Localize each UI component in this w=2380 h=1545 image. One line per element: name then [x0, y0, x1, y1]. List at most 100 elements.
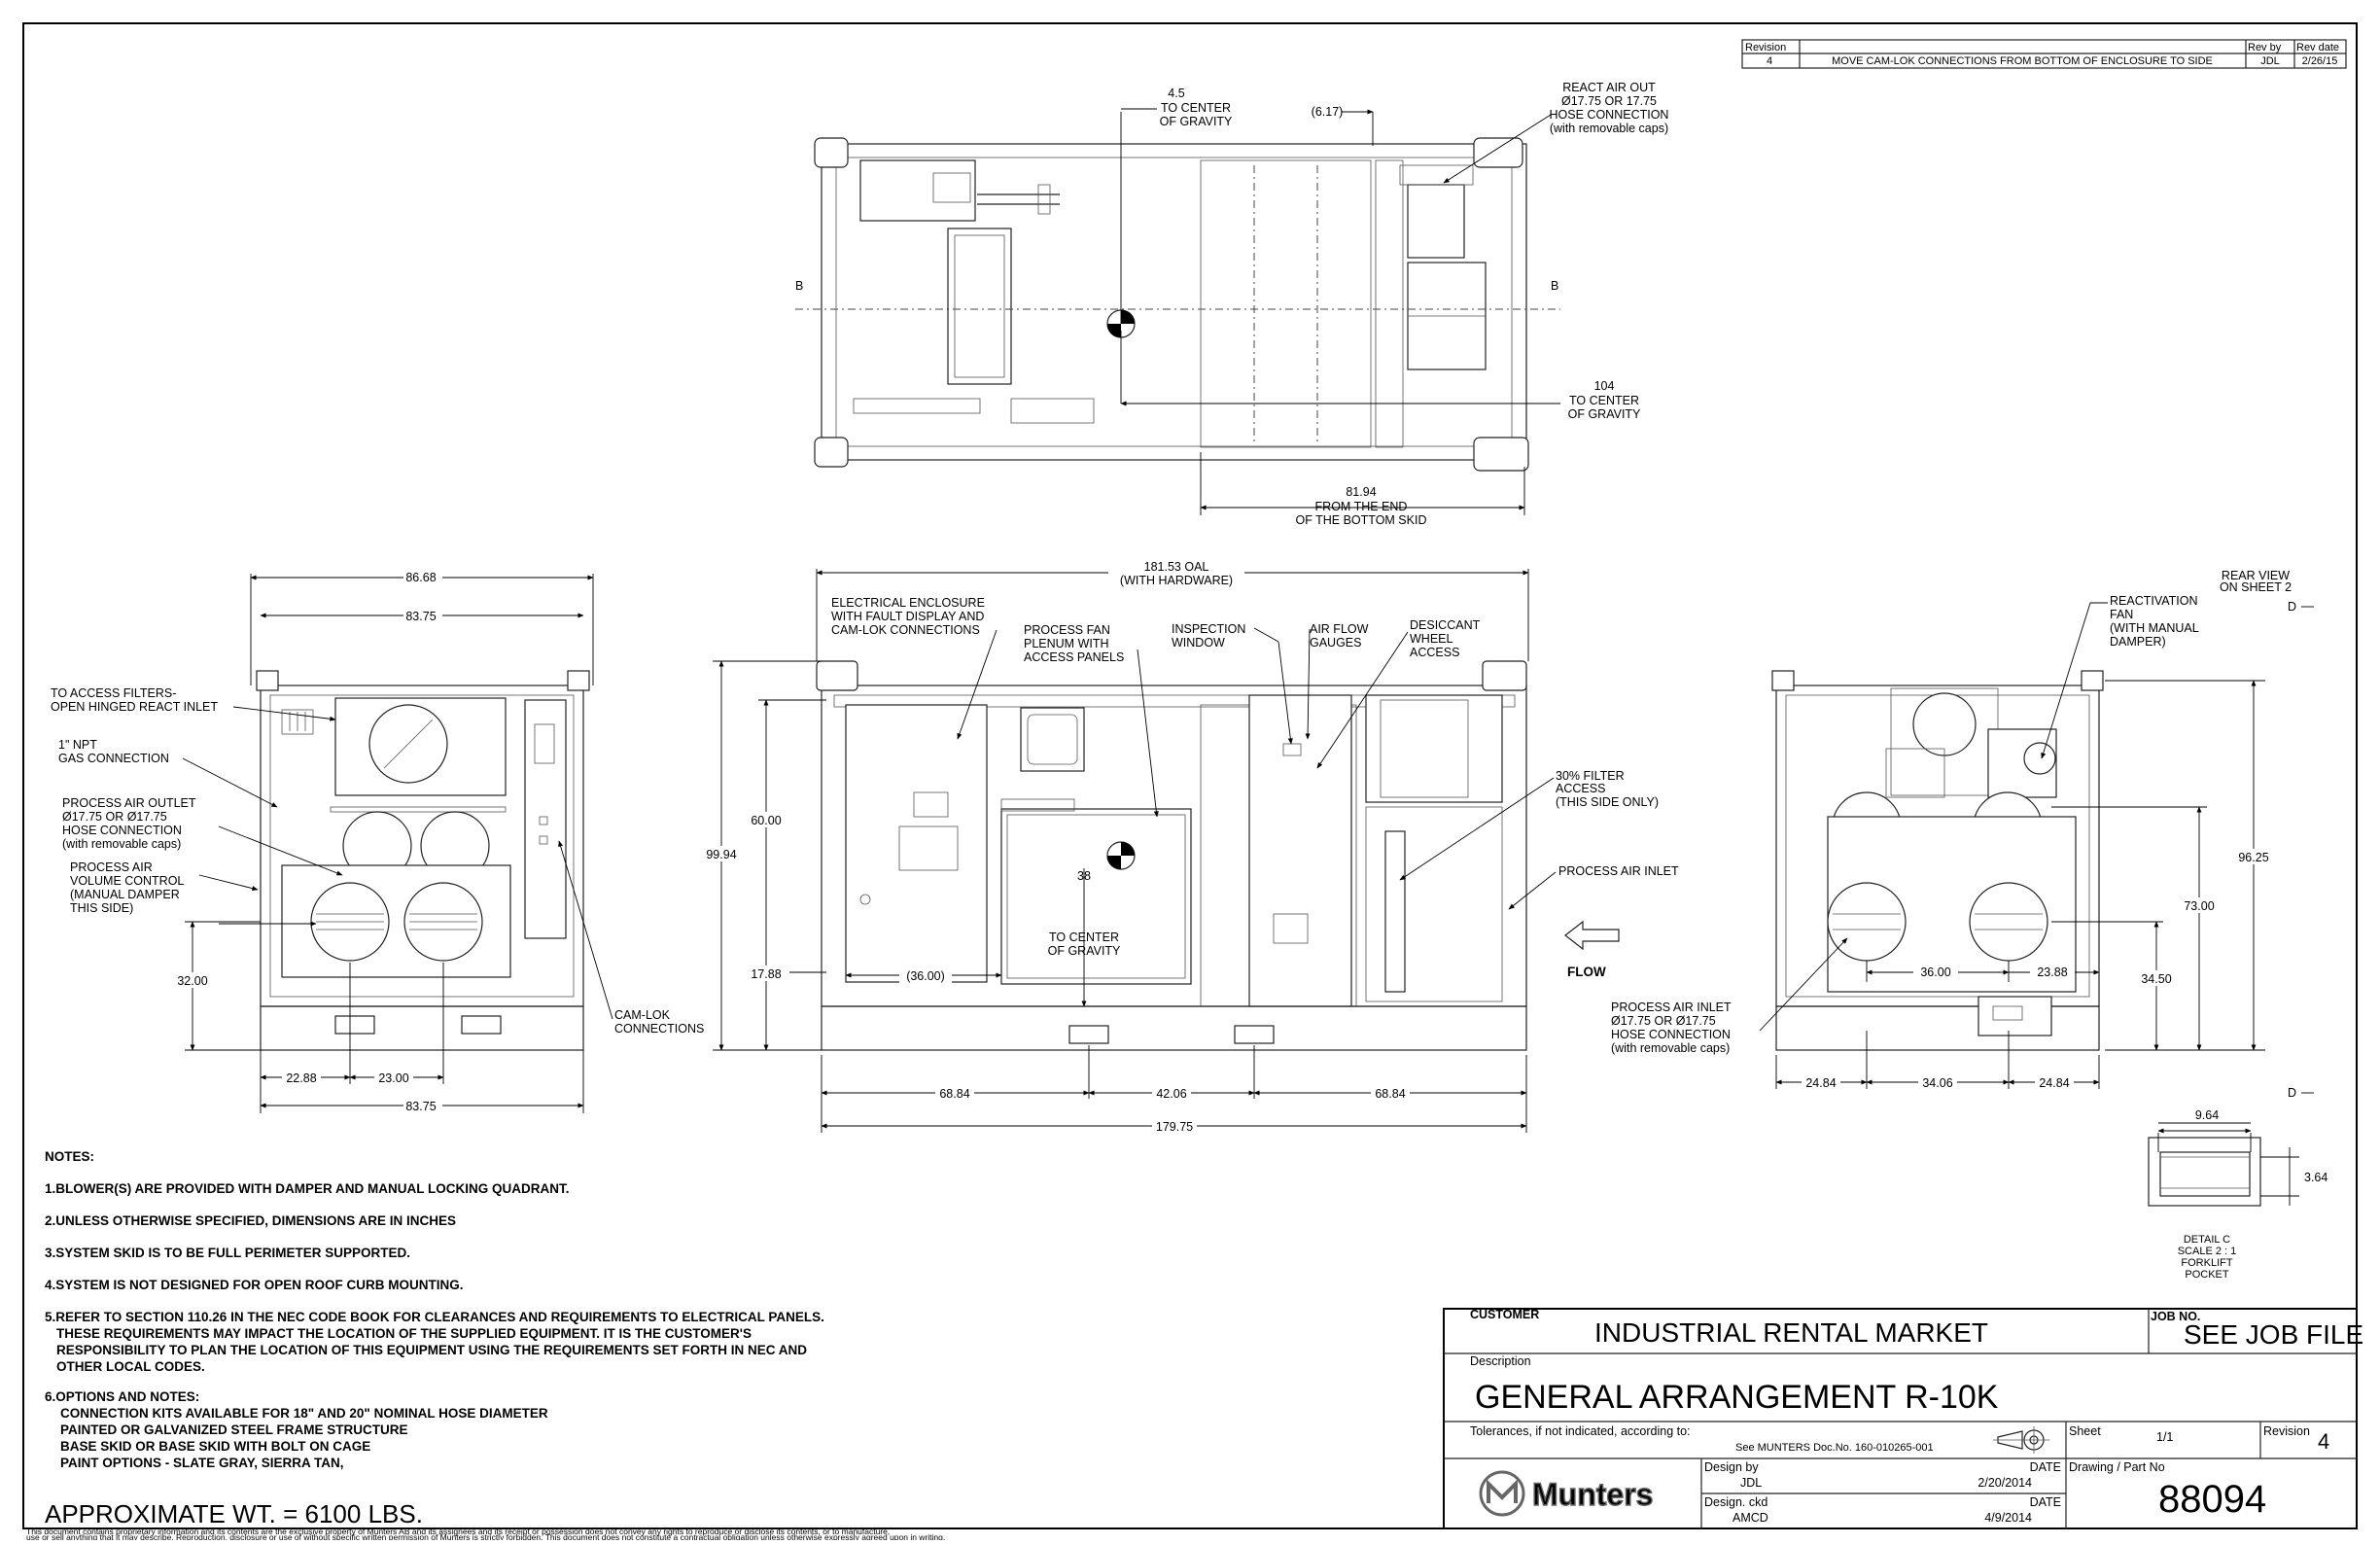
- oal-value: 181.53 OAL: [1144, 560, 1209, 574]
- react-fan-label-1: REACTIVATION: [2110, 594, 2198, 608]
- cog-y-label-2: OF GRAVITY: [1568, 407, 1641, 421]
- note-6e: PAINT OPTIONS - SLATE GRAY, SIERRA TAN,: [60, 1456, 344, 1470]
- revision-label: Revision: [2263, 1424, 2310, 1438]
- filter-label-1: 30% FILTER: [1556, 769, 1625, 783]
- filter-label-3: (THIS SIDE ONLY): [1556, 795, 1659, 809]
- rear-view-2: ON SHEET 2: [2220, 580, 2292, 594]
- pfan-label-2: PLENUM WITH: [1024, 637, 1109, 650]
- date-label-2: DATE: [2030, 1495, 2061, 1509]
- oal-label: (WITH HARDWARE): [1120, 574, 1233, 587]
- wheel-label-3: ACCESS: [1410, 646, 1459, 659]
- sheet-value: 1/1: [2156, 1430, 2173, 1444]
- gas-label-1: 1" NPT: [58, 738, 97, 752]
- elec-label-1: ELECTRICAL ENCLOSURE: [831, 596, 985, 610]
- skid-value: 81.94: [1346, 485, 1376, 499]
- design-by: JDL: [1740, 1476, 1762, 1490]
- detail-label-1: DETAIL C: [2184, 1234, 2230, 1246]
- right-inlet-3: HOSE CONNECTION: [1611, 1028, 1731, 1041]
- skid-label-2: OF THE BOTTOM SKID: [1296, 513, 1427, 527]
- section-d-top: D: [2288, 600, 2296, 614]
- dim-6-17: (6.17): [1312, 105, 1344, 119]
- gas-label-2: GAS CONNECTION: [58, 752, 169, 765]
- left-height-32: 32.00: [177, 974, 207, 988]
- front-dim-68-84-a: 68.84: [939, 1087, 969, 1101]
- right-height-34-50: 34.50: [2141, 972, 2171, 986]
- note-5c: RESPONSIBILITY TO PLAN THE LOCATION OF T…: [56, 1343, 807, 1357]
- outlet-label-2: Ø17.75 OR Ø17.75: [62, 810, 167, 824]
- right-height-96-25: 96.25: [2238, 851, 2268, 864]
- note-5a: 5.REFER TO SECTION 110.26 IN THE NEC COD…: [45, 1310, 824, 1324]
- customer-label: CUSTOMER: [1470, 1308, 1539, 1321]
- detail-label-4: POCKET: [2185, 1269, 2229, 1281]
- cog-front-label-1: TO CENTER: [1049, 931, 1119, 944]
- inlet-label: PROCESS AIR INLET: [1558, 864, 1679, 878]
- title-block: CUSTOMER INDUSTRIAL RENTAL MARKET JOB NO…: [1443, 1308, 2363, 1529]
- outlet-label-4: (with removable caps): [62, 837, 181, 851]
- design-ckd: AMCD: [1732, 1511, 1768, 1525]
- pfan-label-3: ACCESS PANELS: [1024, 650, 1124, 664]
- cog-front-value: 38: [1077, 869, 1091, 883]
- approx-weight: APPROXIMATE WT. = 6100 LBS.: [45, 1499, 423, 1528]
- detail-width-9-64: 9.64: [2195, 1108, 2219, 1122]
- design-ckd-label: Design. ckd: [1704, 1495, 1768, 1509]
- note-2: 2.UNLESS OTHERWISE SPECIFIED, DIMENSIONS…: [45, 1213, 456, 1228]
- note-1: 1.BLOWER(S) ARE PROVIDED WITH DAMPER AND…: [45, 1181, 570, 1196]
- note-6b: CONNECTION KITS AVAILABLE FOR 18" AND 20…: [60, 1406, 548, 1421]
- note-5d: OTHER LOCAL CODES.: [56, 1359, 205, 1374]
- react-out-1: REACT AIR OUT: [1562, 81, 1656, 94]
- notes: NOTES: 1.BLOWER(S) ARE PROVIDED WITH DAM…: [45, 1149, 824, 1470]
- tolerance-doc: See MUNTERS Doc.No. 160-010265-001: [1735, 1442, 1934, 1454]
- front-dim-179-75: 179.75: [1156, 1120, 1193, 1134]
- front-height-99-94: 99.94: [706, 848, 736, 861]
- skid-label-1: FROM THE END: [1315, 500, 1408, 513]
- projection-symbol-icon: [1993, 1426, 2049, 1454]
- left-width-83-75-bottom: 83.75: [405, 1100, 436, 1113]
- elec-label-2: WITH FAULT DISPLAY AND: [831, 610, 984, 623]
- date-label-1: DATE: [2030, 1460, 2061, 1474]
- insp-label-1: INSPECTION: [1172, 622, 1245, 636]
- front-dim-42-06: 42.06: [1156, 1087, 1186, 1101]
- rear-view-1: REAR VIEW: [2222, 569, 2290, 582]
- react-out-2: Ø17.75 OR 17.75: [1561, 94, 1657, 108]
- flow-arrow-icon: [1564, 920, 1620, 951]
- check-date: 4/9/2014: [1984, 1511, 2032, 1525]
- rev-header: Revision: [1745, 42, 1786, 53]
- outlet-label-3: HOSE CONNECTION: [62, 824, 182, 837]
- right-inlet-2: Ø17.75 OR Ø17.75: [1611, 1014, 1716, 1028]
- note-4: 4.SYSTEM IS NOT DESIGNED FOR OPEN ROOF C…: [45, 1278, 464, 1292]
- note-5b: THESE REQUIREMENTS MAY IMPACT THE LOCATI…: [56, 1326, 752, 1341]
- sheet-label: Sheet: [2069, 1424, 2101, 1438]
- section-d-bottom: D: [2288, 1086, 2296, 1100]
- camlok-label-2: CONNECTIONS: [614, 1022, 704, 1036]
- part-no: 88094: [2158, 1478, 2266, 1521]
- job-label: JOB NO.: [2151, 1310, 2200, 1323]
- react-fan-label-3: (WITH MANUAL: [2110, 621, 2199, 635]
- react-fan-label-2: FAN: [2110, 608, 2133, 621]
- right-inlet-4: (with removable caps): [1611, 1041, 1730, 1055]
- filters-label-1: TO ACCESS FILTERS-: [51, 686, 176, 700]
- rev-date-header: Rev date: [2296, 42, 2339, 53]
- left-width-83-75: 83.75: [405, 610, 436, 623]
- notes-title: NOTES:: [45, 1149, 94, 1164]
- cog-y-label-1: TO CENTER: [1569, 394, 1639, 407]
- rev-by-header: Rev by: [2248, 42, 2282, 53]
- job-no: SEE JOB FILE: [2184, 1319, 2363, 1350]
- outlet-label-1: PROCESS AIR OUTLET: [62, 796, 196, 810]
- cog-y-value: 104: [1594, 379, 1615, 393]
- note-6a: 6.OPTIONS AND NOTES:: [45, 1389, 199, 1404]
- munters-logo-text: Munters: [1532, 1477, 1653, 1512]
- rev-row-date: 2/26/15: [2302, 55, 2338, 67]
- note-6c: PAINTED OR GALVANIZED STEEL FRAME STRUCT…: [60, 1422, 408, 1437]
- cog-x-label-1: TO CENTER: [1161, 101, 1231, 115]
- note-3: 3.SYSTEM SKID IS TO BE FULL PERIMETER SU…: [45, 1246, 410, 1260]
- rev-row-number: 4: [1767, 55, 1772, 67]
- note-6d: BASE SKID OR BASE SKID WITH BOLT ON CAGE: [60, 1439, 370, 1454]
- rev-row-by: JDL: [2260, 55, 2280, 67]
- left-width-86-68: 86.68: [405, 571, 436, 584]
- right-dim-24-84-b: 24.84: [2039, 1076, 2069, 1090]
- pfan-label-1: PROCESS FAN: [1024, 623, 1110, 637]
- right-side-view: REAR VIEW ON SHEET 2 D D REACTIVATION FA…: [1611, 569, 2314, 1100]
- flow-label: FLOW: [1567, 965, 1606, 979]
- volume-label-3: (MANUAL DAMPER: [70, 888, 180, 901]
